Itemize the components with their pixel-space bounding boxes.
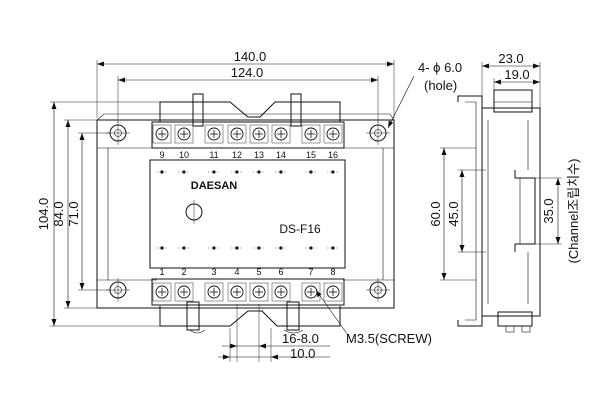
hole-leader-line (387, 75, 415, 129)
terminal-label-9: 9 (159, 150, 164, 160)
dim-height-71: 71.0 (66, 201, 81, 226)
terminal-label-10: 10 (179, 150, 189, 160)
side-bottom-cap (497, 311, 533, 327)
top-terminal-screws (152, 124, 343, 144)
bottom-rail-frame (159, 306, 341, 327)
terminal-screw-bottom-4 (227, 282, 247, 302)
dim-overall-height: 104.0 (36, 198, 51, 231)
terminal-label-2: 2 (181, 267, 186, 277)
terminal-screw-top-6 (271, 124, 291, 144)
terminal-label-4: 4 (234, 267, 239, 277)
terminal-label-6: 6 (278, 267, 283, 277)
hole-note-label: (hole) (424, 78, 457, 93)
terminal-screw-bottom-8 (323, 282, 343, 302)
top-rail-frame (159, 101, 341, 122)
bottom-rail-clip-left (186, 301, 200, 331)
terminal-label-7: 7 (308, 267, 313, 277)
terminal-screw-bottom-3 (204, 282, 224, 302)
terminal-label-15: 15 (306, 150, 316, 160)
bottom-clip-curve-right (283, 329, 304, 334)
top-terminal-strip (151, 121, 345, 149)
dim-side-depth-inner: 19.0 (504, 67, 529, 82)
terminal-screw-top-7 (301, 124, 321, 144)
pcb-component-dots (156, 170, 339, 250)
terminal-label-16: 16 (328, 150, 338, 160)
terminal-screw-top-8 (323, 124, 343, 144)
terminal-label-13: 13 (254, 150, 264, 160)
terminal-label-1: 1 (159, 267, 164, 277)
terminal-label-8: 8 (330, 267, 335, 277)
brand-label: DAESAN (191, 180, 238, 192)
bottom-terminal-screws (152, 282, 343, 302)
mounting-hole-top-right (366, 121, 390, 145)
bottom-terminal-strip (151, 278, 345, 306)
dim-height-84: 84.0 (51, 201, 66, 226)
dim-channel-height: 35.0 (541, 198, 556, 223)
terminal-screw-bottom-6 (271, 282, 291, 302)
terminal-screw-top-5 (249, 124, 269, 144)
front-view-dimensions: 140.0 124.0 4- ϕ 6.0 (hole) 104.0 84.0 7… (36, 49, 462, 362)
mounting-hole-bottom-right (366, 278, 390, 302)
base-plate (96, 119, 395, 309)
terminal-label-14: 14 (276, 150, 286, 160)
terminal-label-11: 11 (209, 150, 218, 160)
terminal-screw-bottom-5 (249, 282, 269, 302)
top-rail-clip-right (290, 93, 302, 127)
bottom-clip-curve-left (189, 329, 206, 334)
dim-hole-pitch: 124.0 (231, 65, 264, 80)
terminal-screw-bottom-1 (152, 282, 172, 302)
base-plate-top-edge (96, 113, 395, 126)
side-view-dimensions: 23.0 19.0 60.0 45.0 35.0 (Channel조립치수) (428, 51, 581, 281)
dim-screw-gap: 10.0 (290, 346, 315, 361)
top-rail-clip-left (192, 93, 204, 127)
din-rail-profile (457, 95, 483, 327)
dim-screw-pitch: 16-8.0 (282, 331, 319, 346)
dim-overall-width: 140.0 (234, 49, 267, 64)
dim-side-height-60: 60.0 (428, 201, 443, 226)
terminal-screw-top-1 (152, 124, 172, 144)
terminal-screw-bottom-2 (174, 282, 194, 302)
dim-side-depth-total: 23.0 (498, 51, 523, 66)
terminal-label-3: 3 (211, 267, 216, 277)
pcb-panel (149, 159, 346, 269)
din-rail-inner (465, 101, 477, 321)
terminal-screw-top-3 (204, 124, 224, 144)
terminal-label-5: 5 (256, 267, 261, 277)
side-view (457, 89, 541, 333)
hole-spec-label: 4- ϕ 6.0 (418, 60, 462, 75)
side-top-cap (493, 89, 533, 113)
side-body (481, 107, 541, 317)
terminal-screw-top-2 (174, 124, 194, 144)
bottom-rail-clip-right (286, 301, 300, 331)
front-view: DAESAN DS-F16 9 10 11 12 13 14 15 16 1 2… (96, 93, 395, 334)
screw-spec-label: M3.5(SCREW) (346, 331, 432, 346)
terminal-screw-top-4 (227, 124, 247, 144)
terminal-label-12: 12 (232, 150, 242, 160)
channel-bracket (514, 170, 536, 252)
screw-leader-line (315, 289, 351, 339)
model-label: DS-F16 (279, 222, 321, 236)
channel-note-label: (Channel조립치수) (566, 159, 581, 264)
dim-side-height-45: 45.0 (446, 201, 461, 226)
